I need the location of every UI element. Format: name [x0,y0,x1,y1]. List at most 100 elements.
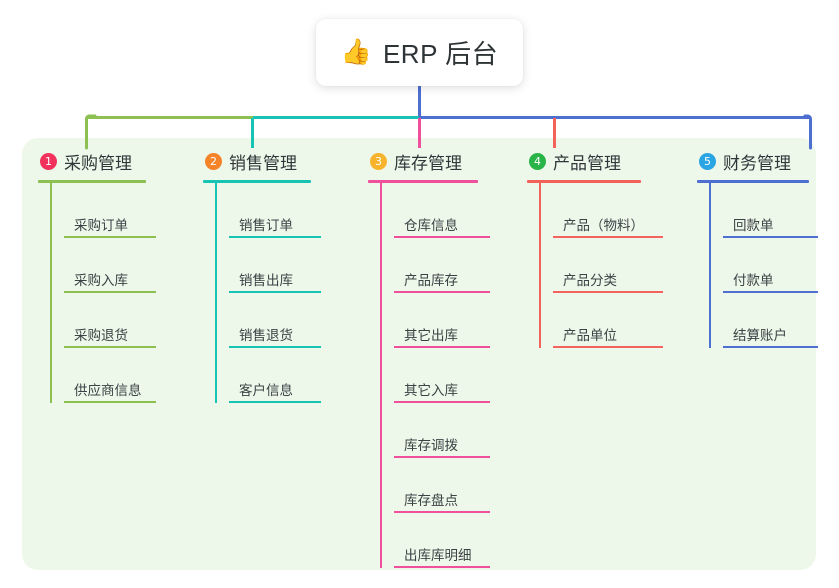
thumbs-up-icon: 👍 [340,38,372,66]
branch-item-label: 客户信息 [239,383,293,399]
branch-item-label: 付款单 [733,273,774,289]
branch-item-underline [229,401,321,403]
branch-number-badge: 5 [699,152,716,170]
branch-item-label: 结算账户 [733,328,787,344]
branch-item-underline [394,291,490,293]
branch-item-underline [64,291,156,293]
branch-header-4[interactable]: 4 产品管理 [527,148,644,174]
branch-item-underline [394,511,490,513]
branch-item-label: 仓库信息 [404,218,458,234]
branch-spine [50,183,52,403]
branch-item-underline [229,291,321,293]
branch-header-2[interactable]: 2 销售管理 [203,148,311,174]
branch-column-3: 3 库存管理仓库信息产品库存其它出库其它入库库存调拨库存盘点出库库明细 [368,148,490,568]
branch-item-label: 库存调拨 [404,438,458,454]
branch-item[interactable]: 其它入库 [382,348,490,403]
branch-column-1: 1 采购管理采购订单采购入库采购退货供应商信息 [38,148,156,403]
branch-items: 仓库信息产品库存其它出库其它入库库存调拨库存盘点出库库明细 [368,183,490,568]
branch-header-3[interactable]: 3 库存管理 [368,148,478,174]
branch-spine [539,183,541,348]
branch-item[interactable]: 库存盘点 [382,458,490,513]
branch-item[interactable]: 库存调拨 [382,403,490,458]
branch-item[interactable]: 产品（物料） [541,183,663,238]
branch-item-label: 其它出库 [404,328,458,344]
branch-item[interactable]: 结算账户 [711,293,818,348]
branch-item-label: 产品库存 [404,273,458,289]
branch-item-underline [553,236,663,238]
branch-title: 销售管理 [229,153,297,173]
branch-item-label: 供应商信息 [74,383,142,399]
branch-item-label: 采购退货 [74,328,128,344]
branch-item-underline [229,236,321,238]
branch-column-5: 5 财务管理回款单付款单结算账户 [697,148,818,348]
branch-item[interactable]: 采购入库 [52,238,156,293]
branch-item-label: 采购入库 [74,273,128,289]
branch-underline [527,180,641,183]
branch-header-1[interactable]: 1 采购管理 [38,148,146,174]
branch-number-badge: 4 [529,152,546,170]
branch-item-underline [394,236,490,238]
branch-item-underline [723,346,818,348]
branch-underline [368,180,478,183]
branch-item-underline [553,346,663,348]
branch-item[interactable]: 供应商信息 [52,348,156,403]
branch-item[interactable]: 采购退货 [52,293,156,348]
branch-title: 库存管理 [394,153,462,173]
branch-item-underline [64,236,156,238]
branch-item-label: 库存盘点 [404,493,458,509]
branch-items: 产品（物料） 产品分类产品单位 [527,183,663,348]
branch-column-4: 4 产品管理产品（物料） 产品分类产品单位 [527,148,663,348]
branch-header-5[interactable]: 5 财务管理 [697,148,809,174]
branch-title: 采购管理 [64,153,132,173]
branch-item-label: 采购订单 [74,218,128,234]
branch-item-underline [394,566,490,568]
branch-item[interactable]: 采购订单 [52,183,156,238]
branch-item[interactable]: 付款单 [711,238,818,293]
branch-item[interactable]: 回款单 [711,183,818,238]
branch-number-badge: 2 [205,152,222,170]
branch-item-label: 销售退货 [239,328,293,344]
branch-item[interactable]: 销售订单 [217,183,321,238]
branch-item-label: 产品（物料） [563,218,644,234]
branch-underline [697,180,809,183]
branch-item-label: 销售订单 [239,218,293,234]
branch-item-underline [553,291,663,293]
branch-item-underline [64,401,156,403]
branch-item-label: 其它入库 [404,383,458,399]
branch-item-underline [64,346,156,348]
branch-item[interactable]: 销售出库 [217,238,321,293]
branch-title: 产品管理 [553,153,621,173]
branch-spine [709,183,711,348]
branch-item-label: 出库库明细 [404,548,472,564]
branch-title: 财务管理 [723,153,791,173]
branch-item[interactable]: 产品单位 [541,293,663,348]
branch-item[interactable]: 其它出库 [382,293,490,348]
branch-item-underline [394,401,490,403]
branch-item[interactable]: 出库库明细 [382,513,490,568]
branch-item[interactable]: 客户信息 [217,348,321,403]
branch-item-label: 回款单 [733,218,774,234]
branch-item-underline [394,346,490,348]
branch-underline [38,180,146,183]
root-node-title: ERP 后台 [382,39,499,69]
branch-item[interactable]: 产品分类 [541,238,663,293]
branch-item-label: 销售出库 [239,273,293,289]
branch-items: 销售订单销售出库销售退货客户信息 [203,183,321,403]
branch-item-label: 产品单位 [563,328,617,344]
branch-item-underline [723,236,818,238]
branch-item-underline [723,291,818,293]
branch-item-label: 产品分类 [563,273,617,289]
branch-underline [203,180,311,183]
branch-spine [380,183,382,568]
diagram-panel-background [22,138,816,570]
branch-items: 回款单付款单结算账户 [697,183,818,348]
branch-number-badge: 1 [40,152,57,170]
branch-item[interactable]: 销售退货 [217,293,321,348]
branch-item[interactable]: 产品库存 [382,238,490,293]
root-node-card[interactable]: 👍 ERP 后台 [316,19,523,86]
branch-item-underline [229,346,321,348]
branch-spine [215,183,217,403]
branch-number-badge: 3 [370,152,387,170]
branch-item[interactable]: 仓库信息 [382,183,490,238]
branch-items: 采购订单采购入库采购退货供应商信息 [38,183,156,403]
